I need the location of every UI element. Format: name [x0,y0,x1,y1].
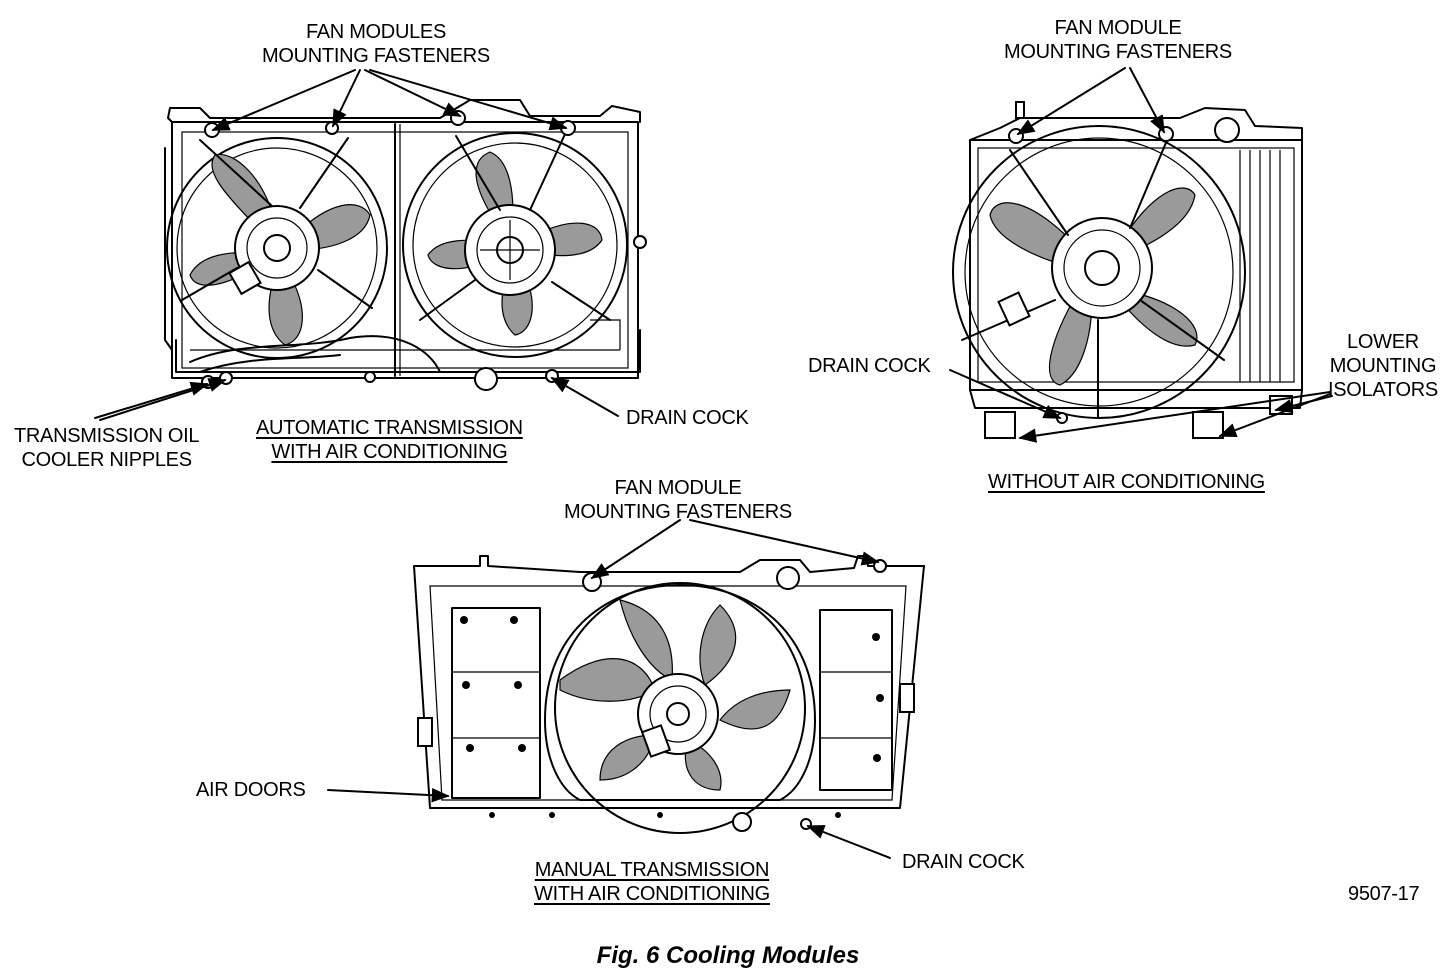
fan-modules-mounting-fasteners-label: FAN MODULES MOUNTING FASTENERS [262,21,490,67]
figure-caption: Fig. 6 Cooling Modules [596,942,860,969]
drain-cock-label-automatic: DRAIN COCK [626,407,749,429]
air-doors-label: AIR DOORS [196,779,306,801]
leader-lines [94,67,1333,859]
fan-module-mounting-fasteners-label-bottom: FAN MODULE MOUNTING FASTENERS [564,477,792,523]
without-ac-module [952,101,1303,439]
fan-module-mounting-fasteners-label-top: FAN MODULE MOUNTING FASTENERS [1004,17,1232,63]
drain-cock-label-without-ac: DRAIN COCK [808,355,931,377]
transmission-oil-cooler-nipples-label: TRANSMISSION OIL COOLER NIPPLES [14,425,200,471]
manual-transmission-title: MANUAL TRANSMISSION WITH AIR CONDITIONIN… [534,859,770,905]
without-ac-title: WITHOUT AIR CONDITIONING [988,471,1265,493]
lower-mounting-isolators-label: LOWER MOUNTING ISOLATORS [1328,331,1438,401]
automatic-transmission-title: AUTOMATIC TRANSMISSION WITH AIR CONDITIO… [256,417,523,463]
figure-number: 9507-17 [1348,883,1420,905]
manual-transmission-module [413,555,925,834]
automatic-transmission-module [164,99,647,391]
drain-cock-label-manual: DRAIN COCK [902,851,1025,873]
